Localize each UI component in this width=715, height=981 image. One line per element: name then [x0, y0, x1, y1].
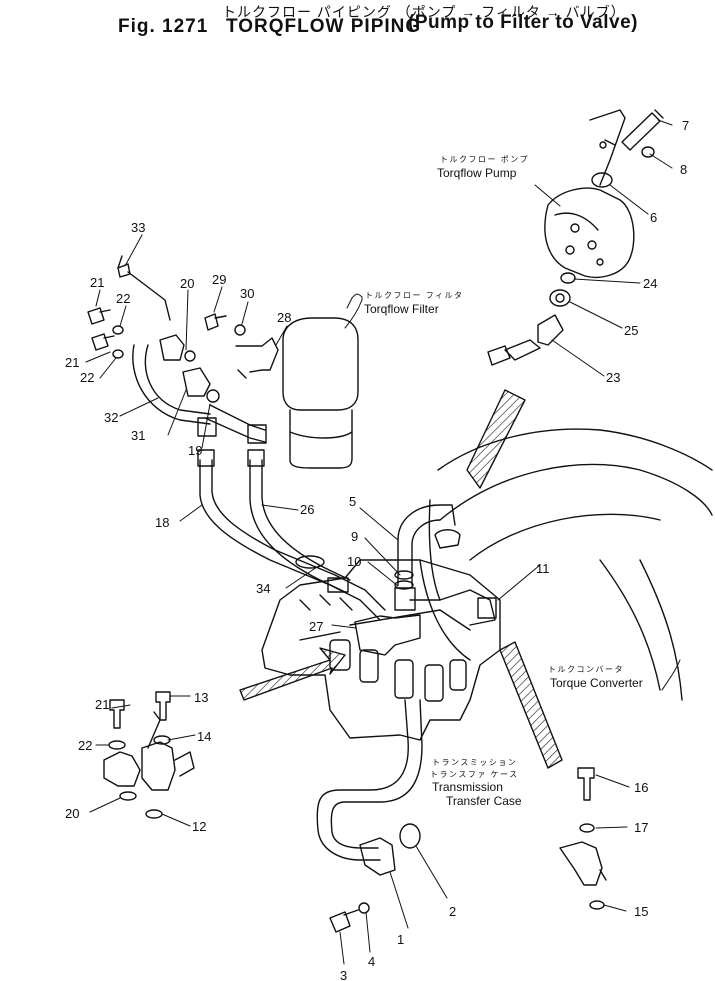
part-number-25: 25: [624, 323, 638, 338]
part-number-22b: 22: [80, 370, 94, 385]
part-number-11: 11: [536, 561, 550, 576]
filter-label-en: Torqflow Filter: [364, 302, 439, 316]
part-number-24: 24: [643, 276, 657, 291]
pump-fittings: [487, 109, 664, 366]
part-number-27: 27: [309, 619, 323, 634]
transfer-label-en1: Transmission: [432, 780, 503, 794]
torque-converter: [419, 428, 713, 701]
upper-left-fittings: [87, 255, 279, 444]
part-number-2: 2: [449, 904, 456, 919]
part-number-21: 21: [90, 275, 104, 290]
part-number-22: 22: [116, 291, 130, 306]
part-number-34: 34: [256, 581, 270, 596]
torqflow-pump: [544, 109, 635, 279]
part-number-22c: 22: [78, 738, 92, 753]
part-number-33: 33: [131, 220, 145, 235]
leader-lines: [85, 119, 681, 965]
part-number-5: 5: [349, 494, 356, 509]
part-number-10: 10: [347, 554, 361, 569]
figure-subtitle: (Pump to Filter to Valve): [408, 12, 638, 33]
part-numbers: 1 2 3 4 5 6 7 8 9 10 11 12 13 14 15 16 1…: [65, 118, 689, 981]
part-number-19: 19: [188, 443, 202, 458]
pipe-5: [354, 504, 497, 656]
part-number-23: 23: [606, 370, 620, 385]
lower-right-detail: [559, 767, 607, 910]
part-number-1: 1: [397, 932, 404, 947]
part-number-20b: 20: [65, 806, 79, 821]
converter-label-en: Torque Converter: [550, 676, 643, 690]
part-number-32: 32: [104, 410, 118, 425]
part-number-17: 17: [634, 820, 648, 835]
part-number-3: 3: [340, 968, 347, 981]
part-number-16: 16: [634, 780, 648, 795]
part-number-21c: 21: [95, 697, 109, 712]
transfer-label-jp2: トランスファ ケース: [430, 770, 519, 779]
part-number-7: 7: [682, 118, 689, 133]
part-number-29: 29: [212, 272, 226, 287]
transmission-valve-body: [261, 559, 501, 741]
part-number-26: 26: [300, 502, 314, 517]
pipe-1: [316, 699, 423, 933]
part-number-8: 8: [680, 162, 687, 177]
hoses: [197, 449, 386, 621]
part-number-4: 4: [368, 954, 375, 969]
pump-label-en: Torqflow Pump: [437, 166, 517, 180]
filter-label-jp: トルクフロー フィルタ: [365, 291, 464, 300]
part-number-20: 20: [180, 276, 194, 291]
part-number-15: 15: [634, 904, 648, 919]
pump-label-jp: トルクフロー ポンプ: [440, 155, 529, 164]
part-number-31: 31: [131, 428, 145, 443]
part-number-21b: 21: [65, 355, 79, 370]
part-number-13: 13: [194, 690, 208, 705]
annotation-labels: トルクフロー ポンプ Torqflow Pump トルクフロー フィルタ Tor…: [364, 155, 643, 808]
converter-label-jp: トルクコンバータ: [548, 665, 624, 674]
figure-title: TORQFLOW PIPING: [226, 16, 422, 37]
part-number-12: 12: [192, 819, 206, 834]
transfer-label-en2: Transfer Case: [446, 794, 522, 808]
torqflow-filter: [282, 317, 359, 469]
part-number-18: 18: [155, 515, 169, 530]
part-number-14: 14: [197, 729, 211, 744]
title-japanese: トルクフロー パイピング （ポンプ → フィルタ → バルブ）: [222, 4, 626, 20]
part-number-6: 6: [650, 210, 657, 225]
transfer-label-jp1: トランスミッション: [432, 758, 517, 767]
part-number-9: 9: [351, 529, 358, 544]
lower-left-detail: [103, 691, 195, 819]
section-arrows: [239, 389, 563, 769]
part-number-28: 28: [277, 310, 291, 325]
part-number-30: 30: [240, 286, 254, 301]
figure-number: Fig. 1271: [118, 16, 209, 37]
